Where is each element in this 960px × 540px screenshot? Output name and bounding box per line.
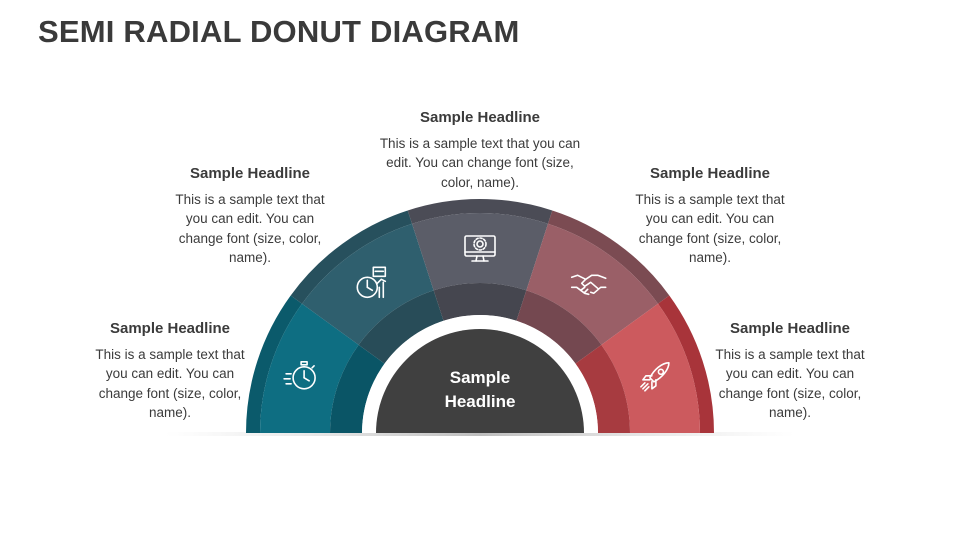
segment-1-outer-rim: [246, 295, 303, 433]
handshake-icon: [570, 274, 607, 296]
callout-3-text: This is a sample text that you can edit.…: [379, 136, 581, 190]
callout-5-headline: Sample Headline: [729, 320, 851, 337]
callout-1: Sample Headline This is a sample text th…: [90, 320, 250, 422]
monitor-gear-icon: [464, 235, 496, 262]
segment-2-inner-band: [358, 290, 444, 364]
analytics-icon: [356, 266, 387, 299]
callout-3-headline: Sample Headline: [419, 109, 541, 126]
stopwatch-icon: [283, 360, 316, 390]
callout-5: Sample Headline This is a sample text th…: [710, 320, 870, 422]
segment-2-outer-rim: [290, 210, 413, 304]
segment-5-outer-rim: [657, 295, 714, 433]
callout-1-headline: Sample Headline: [109, 320, 231, 337]
segment-3-outer-rim: [407, 198, 553, 224]
callout-5-text: This is a sample text that you can edit.…: [715, 347, 865, 420]
center-label-line-1: Sample: [450, 368, 510, 387]
callout-4-text: This is a sample text that you can edit.…: [635, 192, 785, 265]
callout-4-headline: Sample Headline: [649, 165, 771, 182]
callout-4: Sample Headline This is a sample text th…: [630, 165, 790, 267]
center-label-line-2: Headline: [445, 392, 516, 411]
center-half-circle: [376, 329, 584, 433]
segment-5-inner-band: [575, 344, 630, 433]
page-title: SEMI RADIAL DONUT DIAGRAM: [38, 14, 520, 49]
rocket-icon: [640, 361, 670, 392]
segment-4-inner-band: [516, 290, 602, 364]
segment-5: [601, 303, 700, 433]
icons-layer: [283, 235, 670, 392]
segment-4-outer-rim: [547, 210, 670, 304]
callout-3: Sample Headline This is a sample text th…: [375, 109, 585, 192]
segment-3-inner-band: [433, 282, 527, 321]
callout-2: Sample Headline This is a sample text th…: [170, 165, 330, 267]
segment-1-inner-band: [330, 344, 385, 433]
baseline-shadow: [165, 432, 795, 436]
callout-2-text: This is a sample text that you can edit.…: [175, 192, 325, 265]
callout-1-text: This is a sample text that you can edit.…: [95, 347, 245, 420]
callout-2-headline: Sample Headline: [189, 165, 311, 182]
